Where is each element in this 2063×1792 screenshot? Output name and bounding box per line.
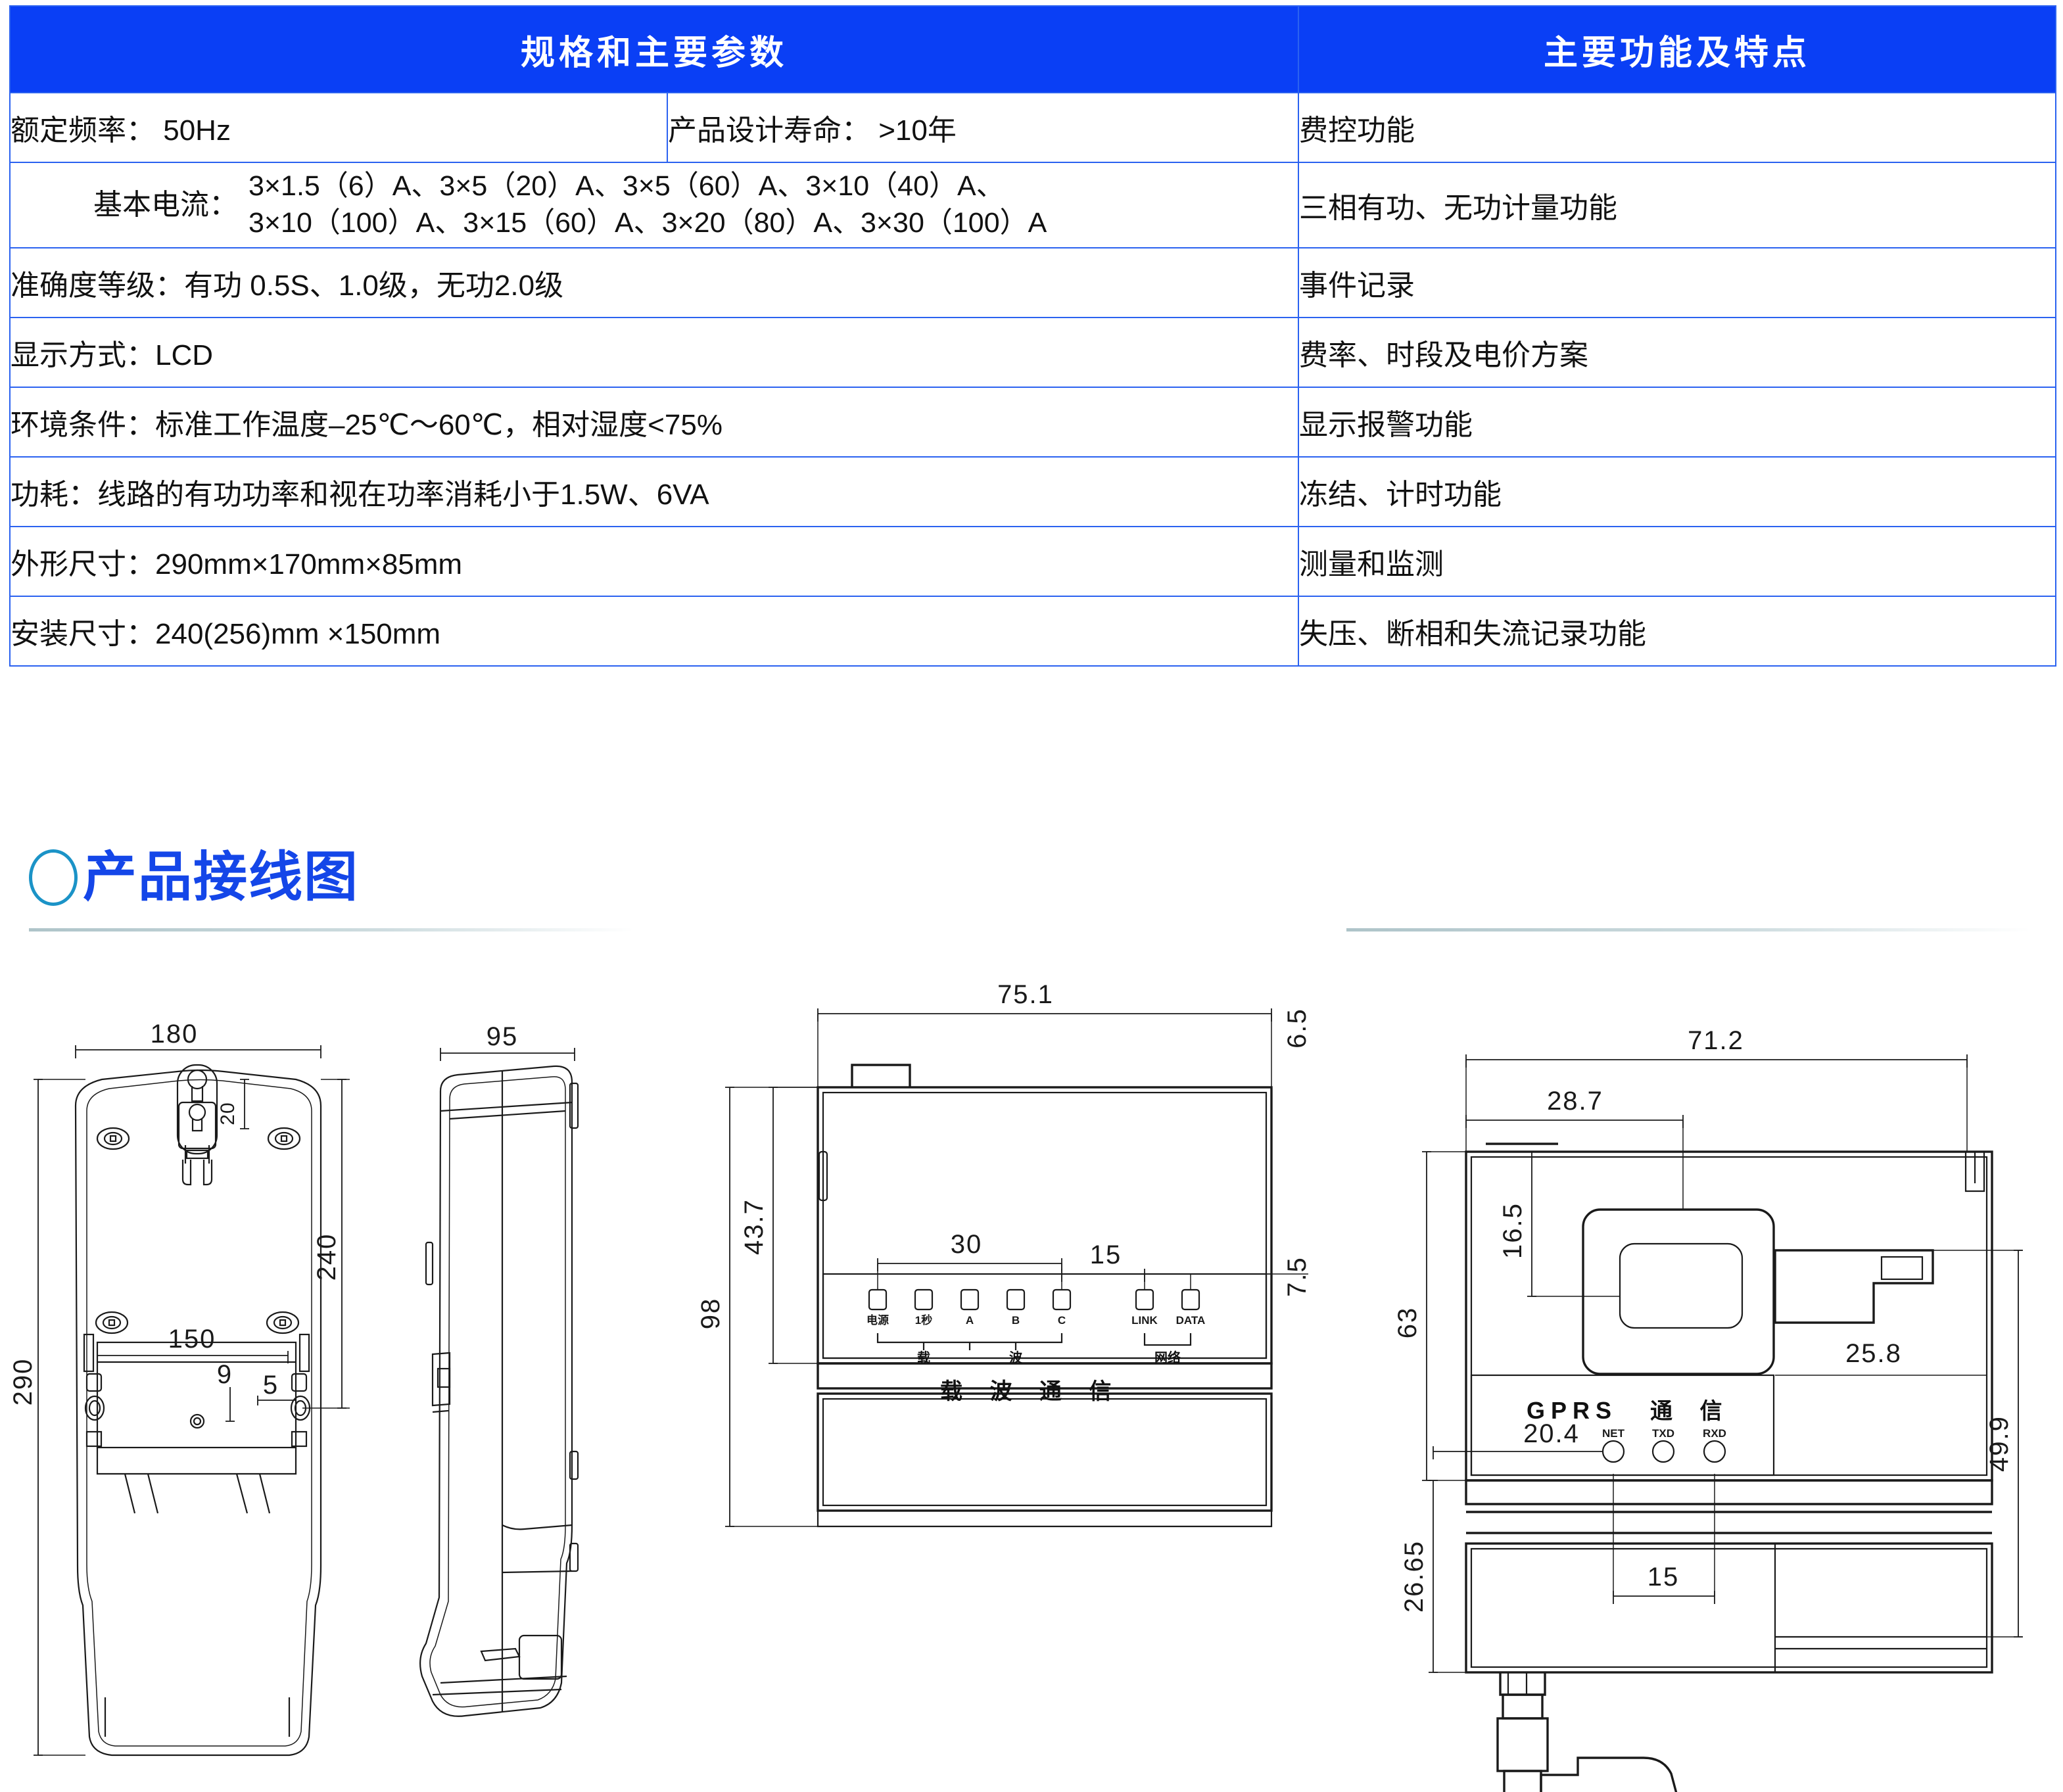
led-label-c: C [1058,1314,1066,1327]
dim-98: 98 [696,1298,725,1330]
dim-26-65: 26.65 [1400,1540,1429,1613]
cell-function-fee-control: 费控功能 [1298,92,2057,163]
cell-mounting-dimensions: 安装尺寸：240(256)mm ×150mm [9,596,1300,667]
cell-function-display-alarm: 显示报警功能 [1298,387,2057,458]
drawing-carrier-module: 电源 1秒 A B C LINK DATA 载 波 网络 载 波 通 信 75.… [657,935,1354,1776]
table-row: 基本电流： 3×1.5（6）A、3×5（20）A、3×5（60）A、3×10（4… [9,162,2057,248]
divider-right [1346,928,2030,931]
led-label-data: DATA [1176,1314,1206,1327]
circle-bullet-icon [29,849,78,906]
section-title-text: 产品接线图 [83,847,360,907]
rated-frequency-text: 额定频率： 50Hz [11,114,231,147]
cell-basic-current: 基本电流： 3×1.5（6）A、3×5（20）A、3×5（60）A、3×10（4… [9,162,1300,248]
led-label-a: A [966,1314,974,1327]
group-label-bo: 波 [1009,1350,1023,1365]
cell-accuracy-class: 准确度等级：有功 0.5S、1.0级，无功2.0级 [9,247,1300,318]
basic-current-line-2: 3×10（100）A、3×15（60）A、3×20（80）A、3×30（100）… [249,207,1047,239]
header-left-specifications: 规格和主要参数 [9,5,1300,93]
cell-function-three-phase-metering: 三相有功、无功计量功能 [1298,162,2057,248]
cell-function-tariff-scheme: 费率、时段及电价方案 [1298,317,2057,388]
cell-function-voltage-loss-record: 失压、断相和失流记录功能 [1298,596,2057,667]
cell-function-measure-monitor: 测量和监测 [1298,526,2057,597]
specifications-table: 规格和主要参数 主要功能及特点 额定频率： 50Hz 产品设计寿命： >10年 … [9,5,2057,667]
cell-function-event-record: 事件记录 [1298,247,2057,318]
led-label-power: 电源 [866,1313,889,1327]
dim-71-2: 71.2 [1688,1026,1744,1055]
led-label-rxd: RXD [1703,1427,1726,1440]
drawing-side-view: 95 [402,1022,619,1762]
dim-290: 290 [9,1358,37,1406]
dim-75-1: 75.1 [997,980,1054,1009]
gprs-title-cn: 通 信 [1650,1399,1732,1424]
cell-function-freeze-timing: 冻结、计时功能 [1298,456,2057,527]
divider-left [29,928,634,931]
dim-63: 63 [1393,1307,1422,1339]
dim-20-4: 20.4 [1523,1419,1580,1448]
table-header-row: 规格和主要参数 主要功能及特点 [9,5,2057,93]
led-label-txd: TXD [1652,1427,1674,1440]
basic-current-label: 基本电流： [93,189,238,222]
carrier-module-title: 载 波 通 信 [940,1379,1122,1404]
dim-16-5: 16.5 [1498,1202,1527,1259]
table-row: 额定频率： 50Hz 产品设计寿命： >10年 费控功能 [9,92,2057,163]
dim-28-7: 28.7 [1547,1087,1603,1116]
dim-5: 5 [263,1371,279,1400]
table-row: 功耗：线路的有功功率和视在功率消耗小于1.5W、6VA 冻结、计时功能 [9,456,2057,527]
table-row: 环境条件：标准工作温度–25℃～60℃，相对湿度<75% 显示报警功能 [9,387,2057,458]
cell-display-mode: 显示方式：LCD [9,317,1300,388]
basic-current-values: 3×1.5（6）A、3×5（20）A、3×5（60）A、3×10（40）A、 3… [238,168,1298,242]
dim-150: 150 [168,1325,216,1354]
dim-15-gprs: 15 [1648,1563,1680,1592]
dim-9: 9 [217,1360,233,1389]
group-label-zai: 载 [917,1350,930,1365]
dim-180: 180 [151,1020,199,1049]
group-label-network: 网络 [1154,1350,1181,1365]
table-row: 安装尺寸：240(256)mm ×150mm 失压、断相和失流记录功能 [9,596,2057,667]
dim-20: 20 [217,1102,239,1125]
header-right-functions: 主要功能及特点 [1298,5,2057,93]
basic-current-line-1: 3×1.5（6）A、3×5（20）A、3×5（60）A、3×10（40）A、 [249,170,1005,202]
cell-power-consumption: 功耗：线路的有功功率和视在功率消耗小于1.5W、6VA [9,456,1300,527]
section-title-wiring-diagram: 产品接线图 [29,849,359,906]
wiring-diagram-area: 180 20 290 240 150 9 5 [0,928,2063,1792]
drawing-rear-view: 180 20 290 240 150 9 5 [9,1014,381,1776]
design-life-text: 产品设计寿命： >10年 [668,114,957,147]
table-row: 准确度等级：有功 0.5S、1.0级，无功2.0级 事件记录 [9,247,2057,318]
dim-15: 15 [1090,1240,1122,1269]
table-row: 显示方式：LCD 费率、时段及电价方案 [9,317,2057,388]
cell-rated-frequency: 额定频率： 50Hz [9,92,668,163]
dim-95: 95 [486,1022,519,1051]
drawing-gprs-module: GPRS 通 信 NET TXD RXD [1354,955,2051,1792]
cell-environment-conditions: 环境条件：标准工作温度–25℃～60℃，相对湿度<75% [9,387,1300,458]
dim-49-9: 49.9 [1985,1415,2014,1472]
dim-7-5: 7.5 [1283,1256,1312,1297]
led-label-net: NET [1602,1427,1625,1440]
dim-6-5: 6.5 [1283,1008,1312,1049]
led-label-link: LINK [1131,1314,1158,1327]
dim-240: 240 [312,1233,341,1281]
table-row: 外形尺寸：290mm×170mm×85mm 测量和监测 [9,526,2057,597]
led-label-b: B [1012,1314,1020,1327]
dim-25-8: 25.8 [1845,1339,1902,1368]
gprs-title: GPRS [1527,1397,1617,1424]
led-label-1s: 1秒 [915,1313,932,1327]
cell-design-life: 产品设计寿命： >10年 [666,92,1300,163]
dim-30: 30 [951,1230,983,1259]
dim-43-7: 43.7 [740,1198,769,1255]
cell-outline-dimensions: 外形尺寸：290mm×170mm×85mm [9,526,1300,597]
